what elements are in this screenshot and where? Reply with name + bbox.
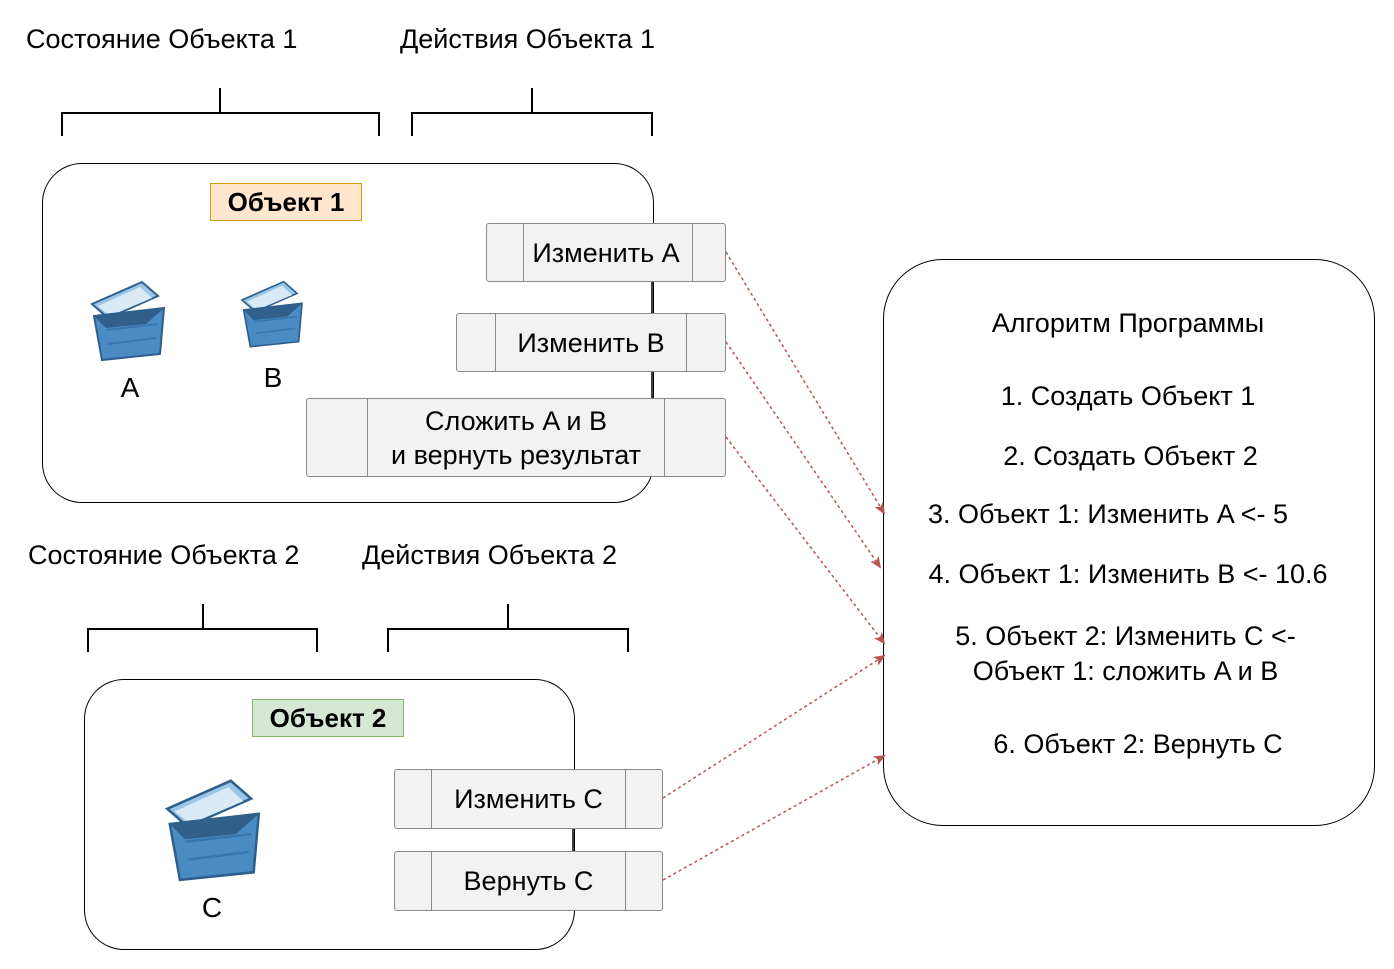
brace-actions-object1	[411, 88, 653, 136]
arrow-change-b-to-step4	[725, 341, 882, 569]
actions-caption-object2: Действия Объекта 2	[362, 540, 617, 570]
arrow-sum-to-step5	[725, 436, 886, 645]
actions-caption-object1: Действия Объекта 1	[400, 24, 655, 54]
state-caption-object2: Состояние Объекта 2	[28, 540, 300, 570]
algorithm-step: 6. Объект 2: Вернуть C	[993, 729, 1283, 759]
arrow-return-c-to-step6	[662, 755, 886, 881]
brace-actions-object2	[387, 604, 629, 652]
algorithm-step: 5. Объект 2: Изменить C <- Объект 1: сло…	[955, 621, 1296, 686]
state-caption-object1: Состояние Объекта 1	[26, 24, 298, 54]
chest-icon	[152, 762, 274, 891]
algorithm-step: 4. Объект 1: Изменить B <- 10.6	[928, 559, 1328, 589]
arrow-change-c-to-step5	[662, 654, 886, 799]
algorithm-step: 3. Объект 1: Изменить A <- 5	[927, 499, 1289, 529]
arrow-change-a-to-step3	[725, 251, 886, 515]
chest-icon	[80, 268, 176, 369]
algorithm-step: 1. Создать Объект 1	[1000, 381, 1256, 411]
object2-title: Объект 2	[252, 699, 404, 737]
object1-title: Объект 1	[210, 183, 362, 221]
action-sum-a-b[interactable]: Сложить A и B и вернуть результат	[306, 398, 726, 477]
action-change-c[interactable]: Изменить C	[394, 769, 663, 829]
action-change-b[interactable]: Изменить B	[456, 313, 726, 372]
algorithm-container	[883, 259, 1375, 826]
variable-b-label: B	[263, 362, 283, 393]
variable-c-label: C	[201, 892, 223, 923]
brace-state-object2	[87, 604, 318, 652]
brace-state-object1	[61, 88, 380, 136]
algorithm-step: 2. Создать Объект 2	[1003, 441, 1258, 471]
chest-icon	[232, 268, 312, 357]
algorithm-title: Алгоритм Программы	[991, 308, 1265, 338]
action-change-a[interactable]: Изменить A	[486, 223, 726, 282]
variable-a-label: A	[120, 372, 140, 403]
action-return-c[interactable]: Вернуть C	[394, 851, 663, 911]
